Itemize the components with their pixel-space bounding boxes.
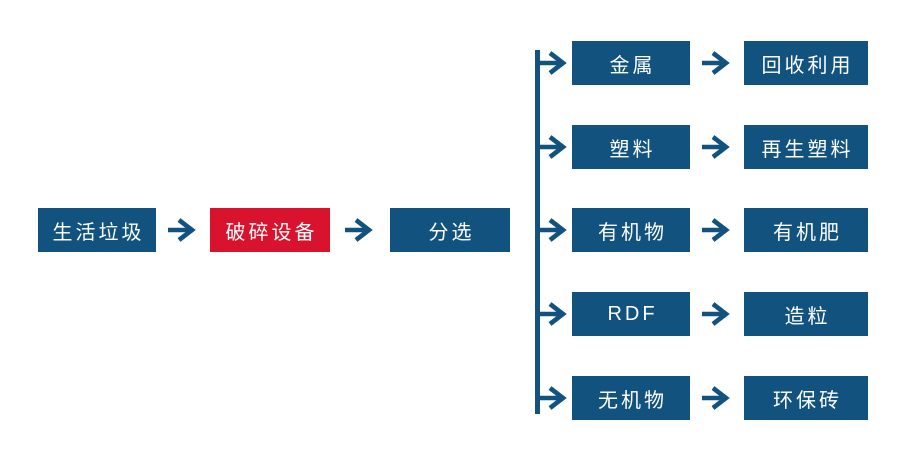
node-organic-fertilizer: 有机肥: [744, 208, 868, 252]
node-inorganic-matter: 无机物: [572, 376, 690, 420]
node-plastic: 塑料: [572, 125, 690, 169]
node-crushing-equipment: 破碎设备: [210, 208, 330, 252]
node-granulation: 造粒: [744, 292, 868, 336]
node-household-waste: 生活垃圾: [38, 208, 156, 252]
arrow-right-icon: [537, 217, 571, 243]
arrow-right-icon: [700, 134, 734, 160]
node-metal: 金属: [572, 41, 690, 85]
node-recycling: 回收利用: [744, 41, 868, 85]
node-rdf: RDF: [572, 292, 690, 336]
node-sorting: 分选: [390, 208, 510, 252]
node-eco-brick: 环保砖: [744, 376, 868, 420]
arrow-right-icon: [343, 217, 377, 243]
node-recycled-plastic: 再生塑料: [744, 125, 868, 169]
arrow-right-icon: [537, 385, 571, 411]
arrow-right-icon: [537, 50, 571, 76]
arrow-right-icon: [537, 134, 571, 160]
arrow-right-icon: [166, 217, 200, 243]
arrow-right-icon: [700, 50, 734, 76]
arrow-right-icon: [537, 301, 571, 327]
arrow-right-icon: [700, 217, 734, 243]
arrow-right-icon: [700, 301, 734, 327]
arrow-right-icon: [700, 385, 734, 411]
branch-connector-line: [535, 50, 540, 414]
node-organic-matter: 有机物: [572, 208, 690, 252]
